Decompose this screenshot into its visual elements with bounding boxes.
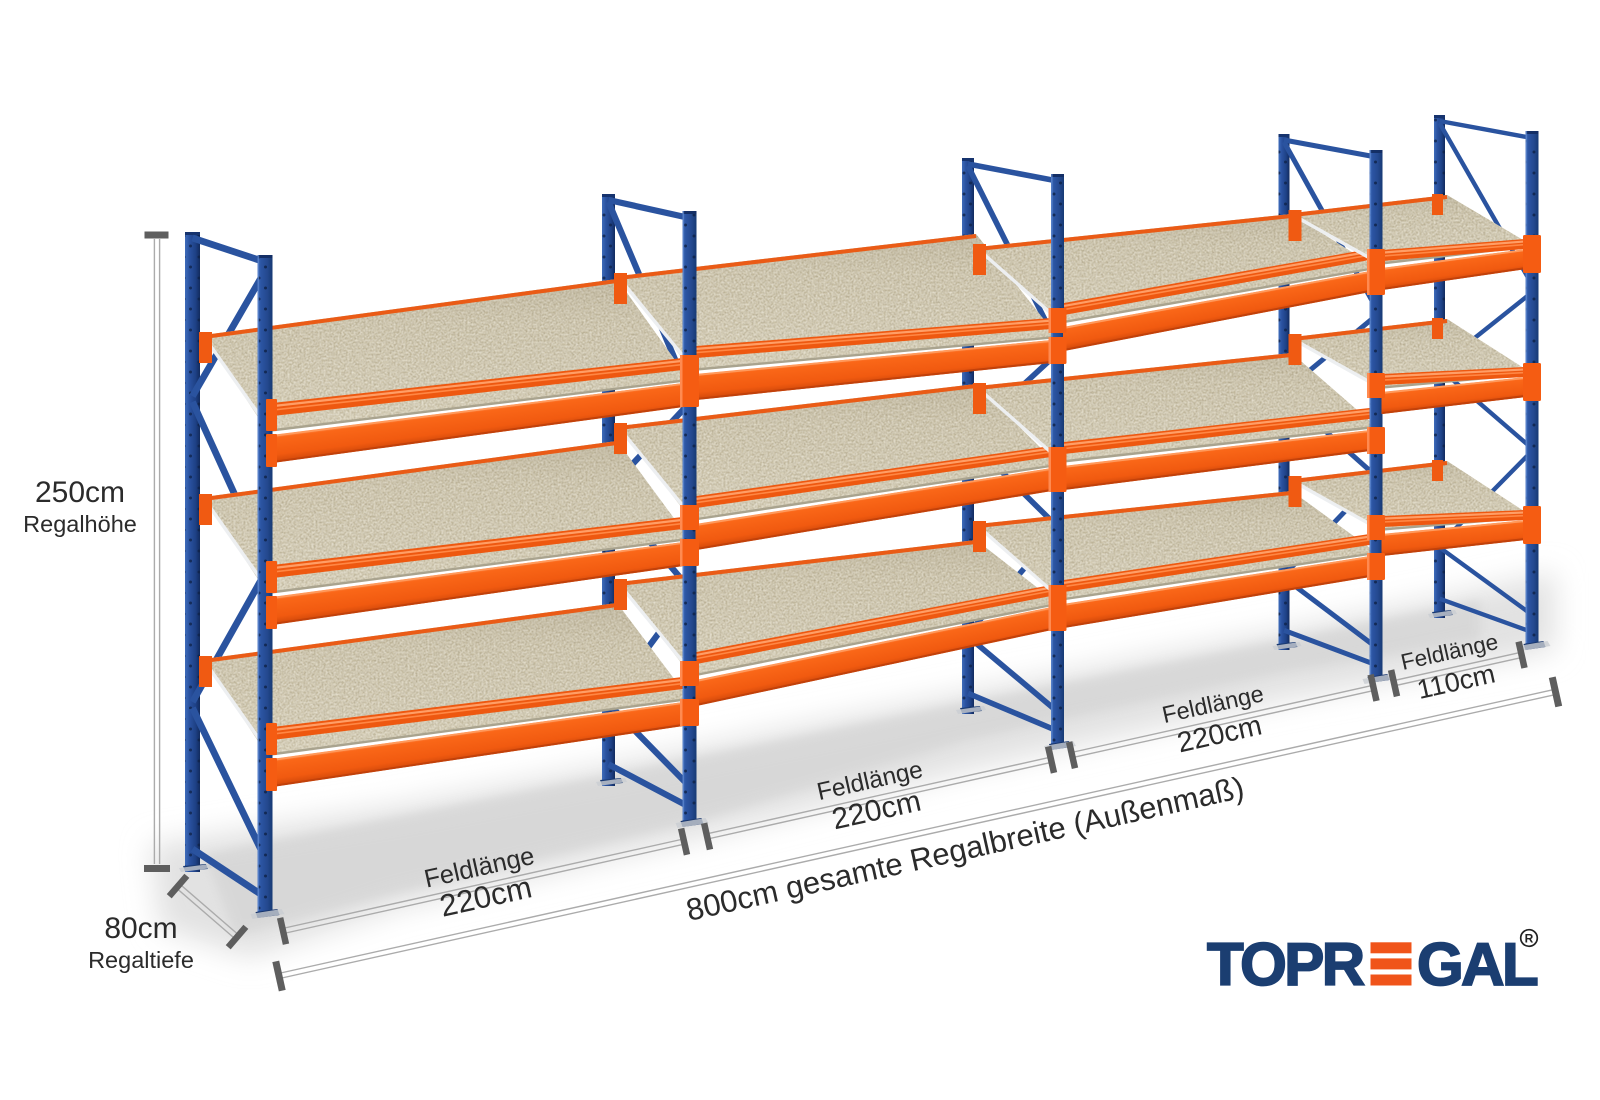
svg-text:Regalhöhe: Regalhöhe bbox=[23, 511, 137, 537]
svg-text:Regaltiefe: Regaltiefe bbox=[88, 947, 194, 973]
svg-text:R: R bbox=[1525, 932, 1534, 946]
svg-text:250cm: 250cm bbox=[35, 476, 125, 509]
svg-text:TOPR: TOPR bbox=[1207, 931, 1365, 998]
svg-text:80cm: 80cm bbox=[104, 912, 177, 945]
svg-text:GAL: GAL bbox=[1417, 931, 1537, 998]
